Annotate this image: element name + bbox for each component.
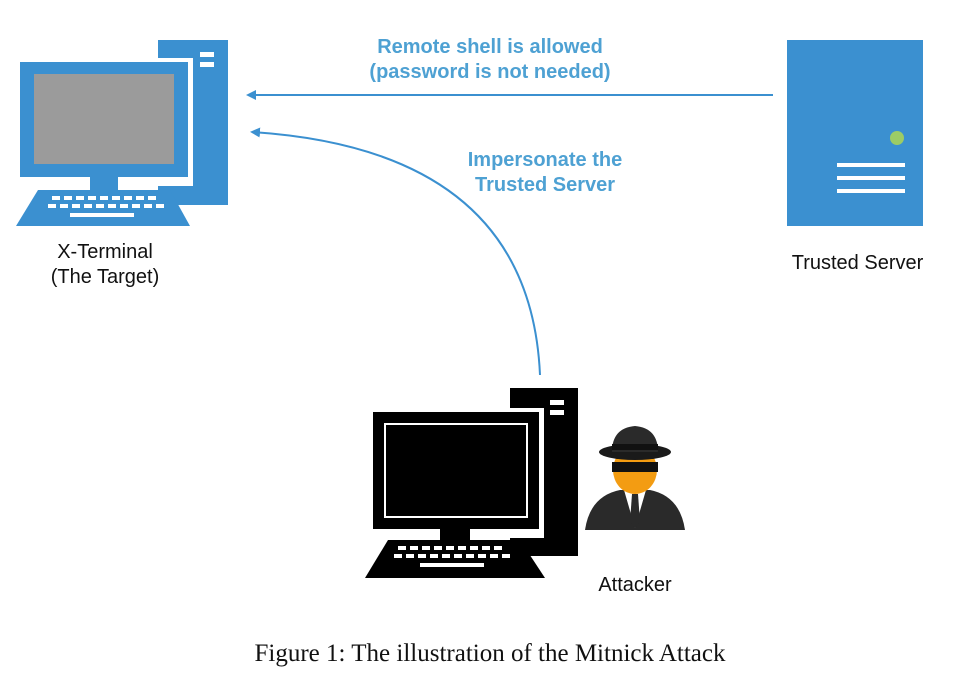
impersonate-label: Impersonate the Trusted Server — [420, 148, 670, 198]
figure-caption: Figure 1: The illustration of the Mitnic… — [254, 640, 726, 667]
target-computer-icon — [15, 40, 228, 226]
target-label: X-Terminal (The Target) — [20, 240, 190, 290]
arrow-impersonate — [250, 127, 541, 376]
attacker-label: Attacker — [598, 574, 672, 596]
trusted-server-label: Trusted Server — [791, 252, 924, 274]
attacker-computer-icon — [365, 388, 578, 578]
spy-icon — [585, 426, 685, 530]
remote-shell-label-line1: Remote shell is allowed — [377, 36, 603, 58]
impersonate-label-line2: Trusted Server — [474, 174, 616, 196]
target-label-line2: (The Target) — [50, 266, 160, 288]
impersonate-label-line1: Impersonate the — [467, 149, 623, 171]
remote-shell-label: Remote shell is allowed (password is not… — [340, 35, 640, 85]
remote-shell-label-line2: (password is not needed) — [369, 61, 611, 83]
trusted-server-icon — [787, 40, 923, 226]
target-label-line1: X-Terminal — [57, 241, 153, 263]
